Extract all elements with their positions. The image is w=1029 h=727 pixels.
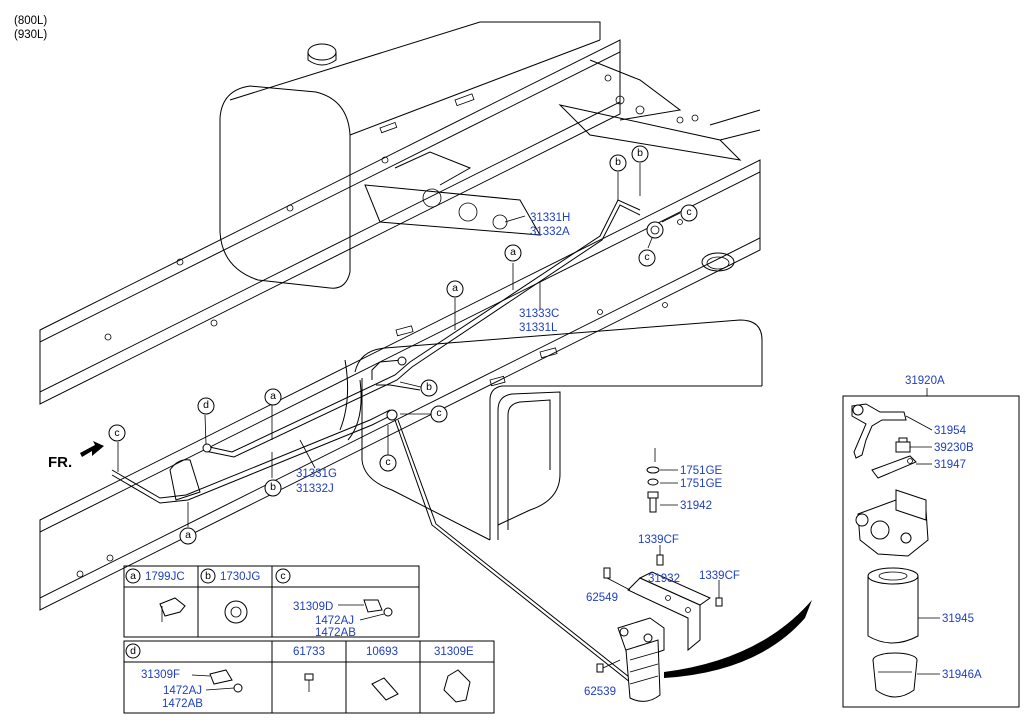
callout-c-upper1: c [680,204,698,222]
svg-text:c: c [114,427,119,439]
svg-text:c: c [436,407,441,419]
label-31947: 31947 [934,459,966,471]
legend-table: a 1799JC b 1730JG c 31309D 1472AJ 1472AB… [123,565,495,714]
bolt-61733-icon [304,673,314,681]
legend-d-31309f: 31309F [141,669,180,681]
label-62549: 62549 [586,592,618,604]
legend-key-a: a [130,570,136,582]
svg-text:b: b [426,381,432,393]
label-31333c: 31333C [519,308,559,320]
svg-text:a: a [185,529,191,541]
callout-a-upper: a [504,244,522,262]
fitting-31309e-icon [443,669,471,703]
legend-d-1472aj: 1472AJ [163,685,202,697]
hose-10693-icon [371,677,399,701]
chassis-frame [39,21,763,611]
legend-key-b: b [205,570,211,582]
svg-text:c: c [686,206,691,218]
variant-930l: (930L) [14,29,47,41]
grommet-1730jg-icon [224,600,248,624]
callout-c-front: c [108,424,126,442]
legend-c-1472aj: 1472AJ [315,615,354,627]
label-31331h: 31331H [530,212,570,224]
svg-text:d: d [203,399,209,411]
legend-c-1472ab: 1472AB [315,627,356,639]
legend-part-10693: 10693 [366,646,398,658]
callout-b-upper1: b [609,154,627,172]
variant-800l: (800L) [14,15,47,27]
svg-text:a: a [510,246,516,258]
svg-text:b: b [637,147,643,159]
callout-d-front: d [197,397,215,415]
legend-c-31309d: 31309D [293,601,333,613]
label-39230b: 39230B [934,442,974,454]
svg-text:a: a [270,390,276,402]
label-62539: 62539 [584,686,616,698]
label-31331l: 31331L [519,322,558,334]
svg-text:a: a [452,282,458,294]
fuel-lines [111,163,681,691]
front-arrow: FR. [48,441,104,471]
filter-detail-box: 31920A 31954 39230B 31947 31945 [842,375,1020,708]
label-1751ge-2: 1751GE [680,478,723,490]
svg-text:b: b [615,156,621,168]
legend-part-1730jg: 1730JG [220,571,260,583]
legend-key-c: c [280,570,285,582]
label-31932: 31932 [648,573,680,585]
label-31332a: 31332A [530,226,570,238]
label-31332j: 31332J [296,483,334,495]
label-1339cf-2: 1339CF [699,570,740,582]
callout-c-mid2: c [379,454,397,472]
callout-a-lower: a [179,527,197,545]
callout-c-upper2: c [638,249,656,267]
legend-part-31309e: 31309E [434,646,474,658]
front-arrow-icon [80,441,104,457]
callout-b-mid: b [420,379,438,397]
label-1751ge-1: 1751GE [680,465,723,477]
callout-a-mid: a [446,280,464,298]
callout-b-front: b [264,479,282,497]
legend-key-d: d [130,645,136,657]
connector-d-icon [209,669,233,685]
label-31942: 31942 [680,500,712,512]
callout-b-upper2: b [631,145,649,163]
clip-1799jc-icon [159,597,186,617]
connector-c-icon [363,599,383,613]
label-31954: 31954 [934,425,967,437]
detail-arrow-icon [664,600,812,678]
filter-box-title: 31920A [905,375,945,387]
front-label: FR. [48,454,72,471]
callout-c-mid1: c [430,405,448,423]
svg-text:c: c [644,251,649,263]
svg-text:b: b [270,481,276,493]
callouts: c d a b a a a b b c c b c c [108,145,698,545]
legend-part-61733: 61733 [293,646,325,658]
legend-part-1799jc: 1799JC [145,571,185,583]
label-31946a: 31946A [942,669,982,681]
label-31331g: 31331G [296,468,337,480]
callout-a-front: a [264,388,282,406]
legend-d-1472ab: 1472AB [162,698,203,710]
label-1339cf-1: 1339CF [638,534,679,546]
label-31945: 31945 [942,613,974,625]
svg-text:c: c [385,456,390,468]
filter-mount-parts: 1751GE 1751GE 31942 1339CF 31932 1339CF … [584,465,812,702]
